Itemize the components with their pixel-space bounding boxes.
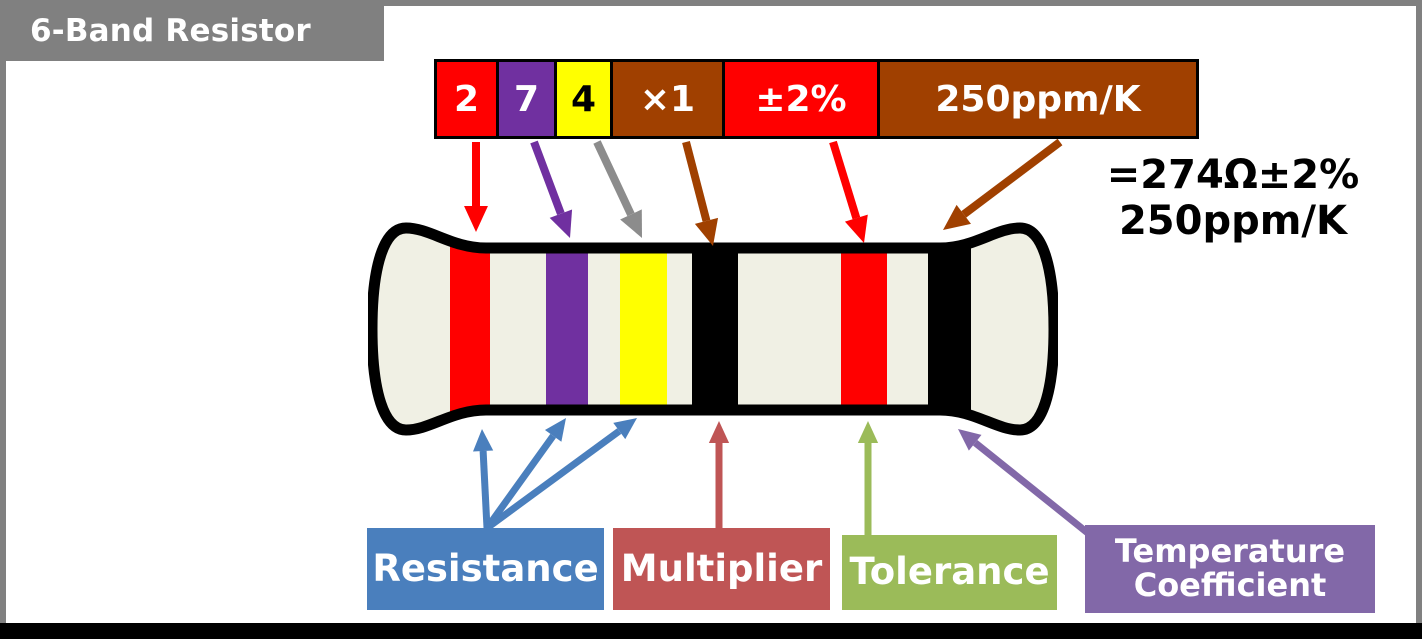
diagram-title: 6-Band Resistor — [0, 0, 384, 61]
band-digit-2-label: 7 — [513, 78, 540, 120]
label-resistance: Resistance — [367, 528, 604, 610]
resistor-bands — [450, 228, 971, 430]
resistor-band-3-yellow — [620, 228, 667, 430]
band-multiplier-label: ×1 — [639, 78, 696, 120]
band-digit-3: 4 — [557, 62, 613, 136]
label-tolerance: Tolerance — [842, 535, 1057, 610]
resistor-graphic — [368, 222, 1058, 436]
band-digit-2: 7 — [499, 62, 557, 136]
band-digit-1: 2 — [437, 62, 499, 136]
bottom-bar — [0, 623, 1422, 639]
diagram-title-text: 6-Band Resistor — [30, 12, 311, 49]
resistor-band-6-brown — [928, 228, 971, 430]
band-tempco: 250ppm/K — [880, 62, 1196, 136]
resistor-band-4-brown — [692, 228, 738, 430]
band-digit-3-label: 4 — [570, 78, 597, 120]
label-multiplier: Multiplier — [613, 528, 830, 610]
resistor-band-2-violet — [546, 228, 588, 430]
label-tempco-text: Temperature Coefficient — [1114, 532, 1346, 604]
resistor-outline — [368, 222, 1058, 436]
band-tolerance: ±2% — [725, 62, 880, 136]
computed-value-line2: 250ppm/K — [1118, 198, 1348, 244]
resistor-band-1-red — [450, 228, 490, 430]
computed-value-line1: =274Ω±2% — [1106, 152, 1360, 198]
label-tempco: Temperature Coefficient — [1085, 525, 1375, 613]
band-digit-1-label: 2 — [453, 78, 480, 120]
band-tempco-label: 250ppm/K — [935, 78, 1141, 120]
label-multiplier-text: Multiplier — [620, 546, 823, 590]
band-tolerance-label: ±2% — [755, 78, 847, 120]
band-multiplier: ×1 — [613, 62, 725, 136]
computed-value: =274Ω±2% 250ppm/K — [1058, 152, 1408, 244]
label-tolerance-text: Tolerance — [849, 550, 1050, 594]
resistor-band-5-red — [841, 228, 887, 430]
label-resistance-text: Resistance — [372, 546, 599, 590]
